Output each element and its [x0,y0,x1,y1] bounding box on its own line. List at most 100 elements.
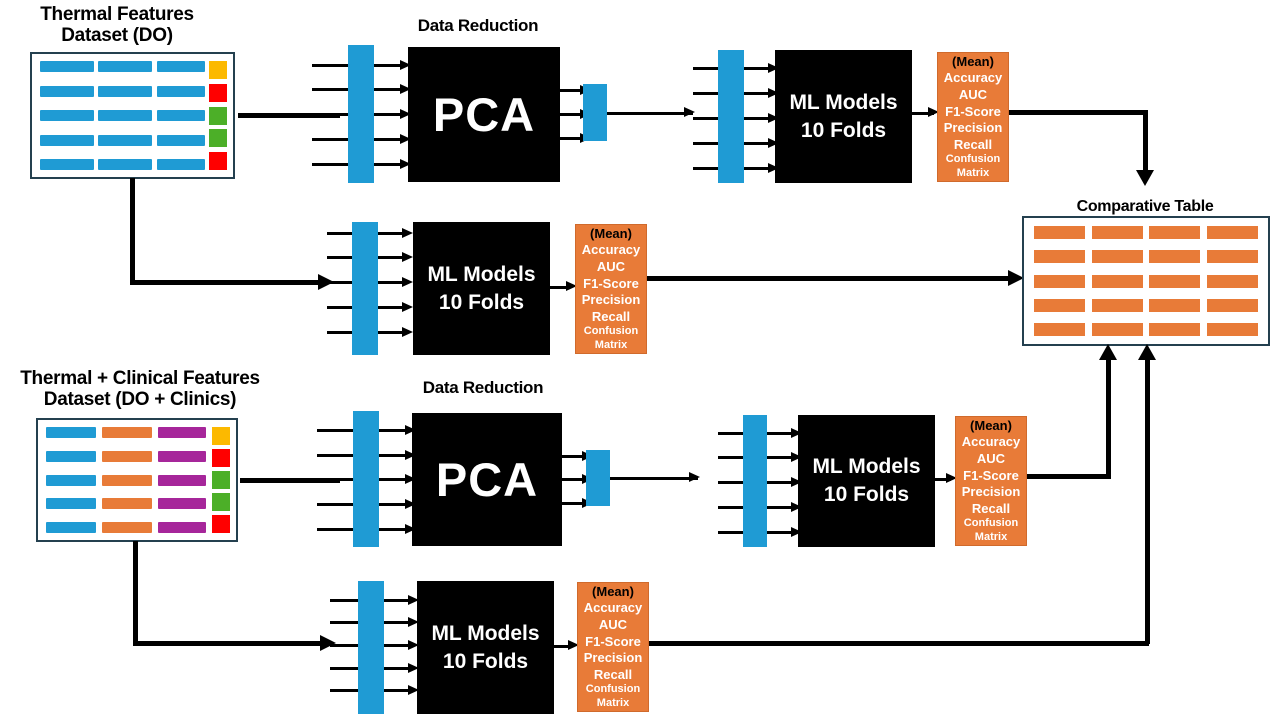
thermal-dataset-card[interactable] [30,52,235,179]
feed-line [312,163,354,166]
dataset-cell [158,427,206,438]
data-reduction-label-top: Data Reduction [417,16,539,35]
dataset-label-cell [208,129,227,148]
feed-line [384,689,414,692]
feed-line [379,454,411,457]
arrowhead-ml-to-metrics-bottom-pca [946,473,957,483]
metrics-item-accuracy: Accuracy [583,600,643,616]
feed-line [374,163,406,166]
dataset-cell [40,110,94,121]
connector-thermal-branch-horizontal [130,280,320,285]
feed-line [317,429,359,432]
feed-line [379,528,411,531]
input-layer-bar-ml-row4 [358,581,384,714]
ml-models-block-bottom-pca[interactable]: ML Models 10 Folds [798,415,935,547]
metrics-item-auc: AUC [598,616,628,632]
comparative-table[interactable] [1022,216,1270,346]
dataset-cell [102,474,152,486]
feed-line [693,167,723,170]
feed-arrowhead [400,109,411,119]
metrics-item-confusion: Confusion [963,517,1019,530]
dataset-cell [46,498,96,510]
dataset-cell [102,450,152,462]
dataset-cell [98,110,153,121]
comparative-table-cell [1206,250,1258,264]
feed-line [744,92,774,95]
combined-dataset-card[interactable] [36,418,238,542]
feed-arrowhead [408,685,419,695]
comparative-table-cell [1206,226,1258,239]
feed-arrowhead [402,327,413,337]
metrics-item-auc: AUC [596,258,626,274]
feed-arrowhead [791,527,802,537]
ml-models-label-line2: 10 Folds [823,483,910,506]
pca-label: PCA [435,453,539,506]
metrics-item-recall: Recall [971,500,1011,516]
feed-arrowhead [402,228,413,238]
ml-models-label-line1: ML Models [427,262,536,286]
feed-line [312,113,354,116]
comparative-table-column [1091,226,1143,336]
feed-line [330,599,360,602]
feed-line [374,113,406,116]
dataset-cell [158,474,206,486]
ml-models-block-top[interactable]: ML Models 10 Folds [775,50,912,183]
ml-models-block-row2[interactable]: ML Models 10 Folds [413,222,550,355]
metrics-box-row4[interactable]: (Mean) Accuracy AUC F1-Score Precision R… [577,582,649,712]
dataset-feature-column [158,427,206,533]
dataset-cell [46,522,96,533]
feed-arrowhead [768,88,779,98]
dataset-cell [156,134,205,146]
combined-dataset-title-line1: Thermal + Clinical Features [20,368,260,389]
feed-line [330,667,360,670]
comparative-table-cell [1091,250,1143,264]
comparative-table-grid [1034,226,1258,336]
ml-models-label: ML Models 10 Folds [427,261,535,316]
dataset-cell [156,110,205,121]
feed-line [374,138,406,141]
connector-ml-to-metrics-row4 [554,645,572,648]
metrics-box-row2[interactable]: (Mean) Accuracy AUC F1-Score Precision R… [575,224,647,354]
feed-line [767,481,797,484]
dataset-cell [158,450,206,462]
ml-models-label: ML Models 10 Folds [812,453,920,508]
dataset-cell [158,498,206,510]
feed-arrowhead [405,450,416,460]
feed-line [378,331,408,334]
feed-arrowhead [400,134,411,144]
connector-ml-to-metrics-bottom-pca [935,478,951,481]
feed-line [312,64,354,67]
feed-line [378,281,408,284]
ml-models-label-line1: ML Models [812,455,921,479]
feed-arrowhead [768,63,779,73]
connector-metrics-top-vertical [1143,110,1148,172]
feed-arrowhead [400,84,411,94]
metrics-item-f1score: F1-Score [583,275,639,291]
ml-models-label: ML Models 10 Folds [431,620,539,675]
feed-line [744,67,774,70]
feed-line [384,644,414,647]
feed-line [718,432,748,435]
feed-line [718,531,748,534]
feed-line [562,478,590,481]
pca-block-top[interactable]: PCA [408,47,560,182]
feed-arrowhead [402,252,413,262]
feed-arrowhead [400,60,411,70]
dataset-cell [40,134,94,146]
pca-block-bottom[interactable]: PCA [412,413,562,546]
comparative-table-cell [1034,274,1085,288]
feed-line [379,429,411,432]
input-layer-bar-ml-row2 [352,222,378,355]
feed-line [384,599,414,602]
dataset-cell [98,85,153,97]
dataset-cell [46,474,96,486]
feed-line [718,481,748,484]
ml-models-block-row4[interactable]: ML Models 10 Folds [417,581,554,714]
comparative-table-cell [1206,298,1258,312]
metrics-box-bottom-pca[interactable]: (Mean) Accuracy AUC F1-Score Precision R… [955,416,1027,546]
feed-arrowhead [791,477,802,487]
input-layer-bar-ml-top [718,50,744,183]
connector-combined-branch-horizontal [133,641,323,646]
metrics-box-top[interactable]: (Mean) Accuracy AUC F1-Score Precision R… [937,52,1009,182]
feed-line [384,621,414,624]
